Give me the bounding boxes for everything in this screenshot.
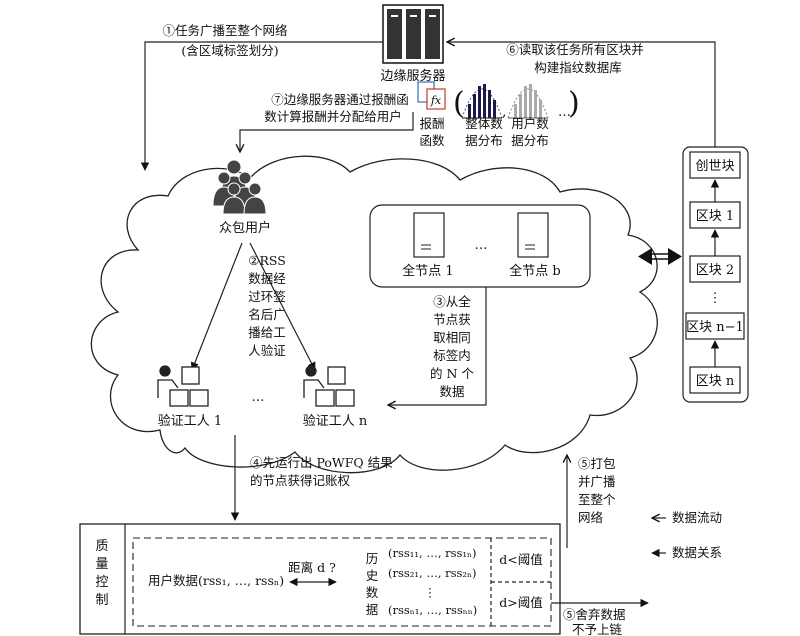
step6-line1: ⑥读取该任务所有区块并 xyxy=(506,42,644,57)
full-node-b-label: 全节点 b xyxy=(509,263,560,279)
paren-open: ( xyxy=(453,86,465,121)
reward-function-icon: fx xyxy=(417,81,446,110)
step2-arrow-left xyxy=(190,242,243,371)
step6-arrow xyxy=(447,42,716,148)
qc-distance: 距离 d ? xyxy=(288,560,336,575)
legend-flow-label: 数据流动 xyxy=(672,510,722,525)
block-n-1-label: 区块 n−1 xyxy=(686,320,744,335)
qc-title-2: 量 xyxy=(95,557,108,572)
block-2 xyxy=(689,255,741,283)
step5b-line1: ⑤舍弃数据 xyxy=(563,607,626,622)
crowd-users-icon xyxy=(212,159,267,215)
block-1-label: 区块 1 xyxy=(696,209,734,224)
fx-text: fx xyxy=(430,94,442,107)
qc-title-1: 质 xyxy=(95,539,108,554)
qc-history-3: 数 xyxy=(366,585,379,600)
edge-server-label: 边缘服务器 xyxy=(380,68,445,84)
step3-line5: 的 N 个 xyxy=(430,366,474,381)
step6-line2: 构建指纹数据库 xyxy=(534,60,622,75)
step4-line1: ④先运行出 PoWFQ 结果 xyxy=(250,455,393,470)
step2-line1: ②RSS xyxy=(248,253,286,268)
block-vdots: ⋮ xyxy=(709,291,722,306)
step5b-line2: 不予上链 xyxy=(572,622,623,636)
qc-title-3: 控 xyxy=(95,575,108,590)
qc-user-data: 用户数据(rss₁, …, rssₙ) xyxy=(148,573,284,588)
step3-line2: 节点获 xyxy=(433,312,471,327)
overall-distribution-icon xyxy=(461,84,503,119)
qc-history-2: 史 xyxy=(366,568,379,583)
user-label-2: 据分布 xyxy=(511,133,549,148)
qc-history-4: 据 xyxy=(366,602,379,617)
block-2-label: 区块 2 xyxy=(696,263,734,278)
step3-line4: 标签内 xyxy=(433,348,471,363)
legend-relation-label: 数据关系 xyxy=(672,545,722,560)
cloud-chain-link-arrow xyxy=(638,248,682,265)
qc-row-n: (rssₙ₁, …, rssₙₙ) xyxy=(388,603,477,617)
step2-line4: 名后广 xyxy=(248,307,286,322)
step7-line1: ⑦边缘服务器通过报酬函 xyxy=(271,92,409,107)
step2-arrow-right xyxy=(249,242,316,371)
worker-n-icon xyxy=(303,365,355,407)
genesis-block-label: 创世块 xyxy=(695,159,734,174)
comma: , xyxy=(502,104,506,120)
step2-line2: 数据经 xyxy=(248,271,286,286)
step3-line6: 数据 xyxy=(439,384,464,399)
step3-line3: 取相同 xyxy=(433,330,471,345)
step3-arrow xyxy=(388,287,487,405)
qc-threshold-gt: d>阈值 xyxy=(499,595,542,610)
user-distribution-icon xyxy=(507,84,549,119)
genesis-block xyxy=(689,151,741,179)
user-label-1: 用户数 xyxy=(511,116,549,131)
block-n xyxy=(689,366,741,394)
worker-n-label: 验证工人 n xyxy=(303,413,368,429)
step5-line3: 至整个 xyxy=(578,492,616,507)
qc-row-2: (rss₂₁, …, rss₂ₙ) xyxy=(388,566,477,580)
full-nodes-ellipsis: … xyxy=(475,238,488,253)
full-node-1-label: 全节点 1 xyxy=(402,263,453,279)
step7-line2: 数计算报酬并分配给用户 xyxy=(264,109,402,124)
workers-ellipsis: … xyxy=(252,390,265,405)
qc-title-4: 制 xyxy=(95,593,108,608)
full-node-b-icon xyxy=(517,212,549,258)
edge-server-icon xyxy=(382,4,444,64)
paren-close: ) xyxy=(568,86,580,121)
block-n-1 xyxy=(685,312,745,340)
qc-row-vdots: ⋮ xyxy=(424,585,436,599)
step1-line1: ①任务广播至整个网络 xyxy=(162,23,288,38)
overall-label-2: 据分布 xyxy=(465,133,503,148)
reward-func-label-1: 报酬 xyxy=(419,116,444,131)
step7-arrow xyxy=(240,112,414,152)
step5-line1: ⑤打包 xyxy=(578,456,616,471)
full-node-1-icon xyxy=(413,212,445,258)
worker-1-icon xyxy=(157,365,209,407)
qc-row-1: (rss₁₁, …, rss₁ₙ) xyxy=(388,546,477,560)
step1-line2: (含区域标签划分) xyxy=(181,43,278,58)
step3-line1: ③从全 xyxy=(433,294,471,309)
worker-1-label: 验证工人 1 xyxy=(158,413,222,429)
block-n-label: 区块 n xyxy=(696,374,735,389)
overall-label-1: 整体数 xyxy=(465,116,503,131)
step2-line5: 播给工 xyxy=(248,325,286,340)
block-1 xyxy=(689,201,741,229)
qc-history-1: 历 xyxy=(366,551,379,566)
step2-line3: 过环签 xyxy=(248,289,286,304)
step5-line4: 网络 xyxy=(578,510,604,525)
step1-arrow xyxy=(140,41,383,171)
reward-func-label-2: 函数 xyxy=(419,133,445,148)
qc-threshold-lt: d<阈值 xyxy=(499,552,542,567)
crowd-users-label: 众包用户 xyxy=(219,220,271,236)
step4-line2: 的节点获得记账权 xyxy=(250,473,351,488)
step2-line6: 人验证 xyxy=(248,343,286,358)
reward-ellipsis: … xyxy=(558,105,571,120)
step5-line2: 并广播 xyxy=(578,474,616,489)
